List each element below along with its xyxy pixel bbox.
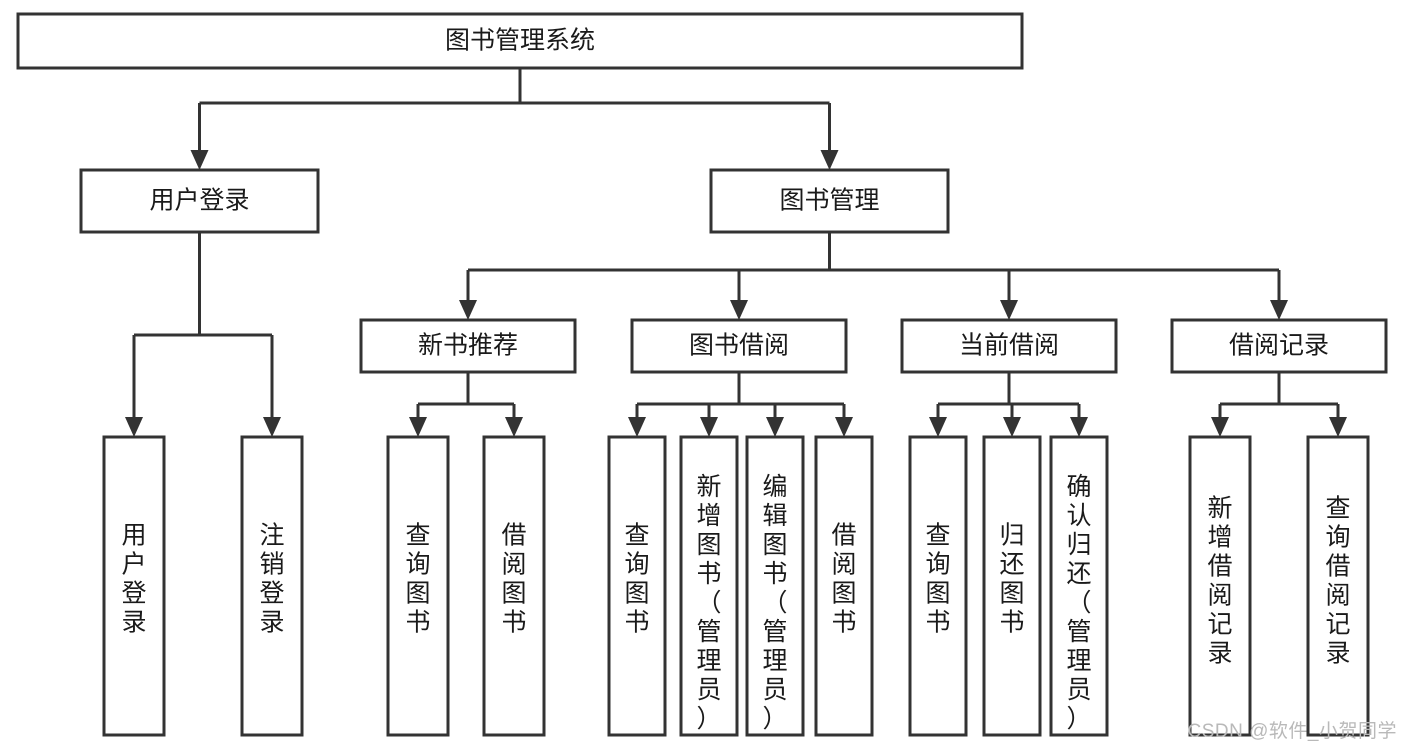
node-records[interactable]: 借阅记录 — [1170, 318, 1388, 374]
node-box[interactable] — [908, 435, 968, 737]
node-box[interactable] — [709, 168, 950, 234]
node-box[interactable] — [679, 435, 739, 737]
node-box[interactable] — [900, 318, 1118, 374]
connector-arrowhead — [766, 417, 784, 437]
node-leaf-borrow-book[interactable]: 借阅图书 — [814, 435, 874, 737]
node-label: 用户登录 — [121, 521, 146, 636]
connector-arrowhead — [125, 417, 143, 437]
connector-group-bookmgmt — [459, 232, 1288, 320]
node-box[interactable] — [102, 435, 166, 737]
node-label: 注销登录 — [259, 521, 284, 636]
node-box[interactable] — [359, 318, 577, 374]
node-label: 用户登录 — [149, 187, 249, 215]
connector-arrowhead — [835, 417, 853, 437]
node-box[interactable] — [607, 435, 667, 737]
node-leaf-query-book-current[interactable]: 查询图书 — [908, 435, 968, 737]
node-box[interactable] — [386, 435, 450, 737]
node-current[interactable]: 当前借阅 — [900, 318, 1118, 374]
connector-group-root — [190, 68, 839, 170]
connector-arrowhead — [263, 417, 281, 437]
connector-arrowhead — [628, 417, 646, 437]
node-leaf-query-record[interactable]: 查询借阅记录 — [1306, 435, 1370, 737]
connector-arrowhead — [190, 150, 209, 170]
node-box[interactable] — [1170, 318, 1388, 374]
node-label: 查询借阅记录 — [1325, 494, 1350, 667]
node-label: 编辑图书（管理员） — [762, 473, 787, 733]
node-leaf-user-login[interactable]: 用户登录 — [102, 435, 166, 737]
connector-arrowhead — [700, 417, 718, 437]
node-leaf-query-book-borrow[interactable]: 查询图书 — [607, 435, 667, 737]
connector-arrowhead — [820, 150, 839, 170]
connector-arrowhead — [459, 300, 477, 320]
node-label: 新增图书（管理员） — [696, 473, 721, 733]
node-leaf-edit-book-admin[interactable]: 编辑图书（管理员） — [745, 435, 805, 737]
connector-group-newbook — [409, 372, 523, 437]
connector-group-current — [929, 372, 1088, 437]
node-leaf-return-book[interactable]: 归还图书 — [982, 435, 1042, 737]
node-label: 查询图书 — [925, 521, 950, 636]
connector-arrowhead — [1000, 300, 1018, 320]
node-box[interactable] — [1049, 435, 1109, 737]
node-login[interactable]: 用户登录 — [79, 168, 320, 234]
nodes-layer: 图书管理系统用户登录图书管理新书推荐图书借阅当前借阅借阅记录用户登录注销登录查询… — [16, 12, 1388, 737]
node-leaf-user-logout[interactable]: 注销登录 — [240, 435, 304, 737]
connector-arrowhead — [505, 417, 523, 437]
node-leaf-confirm-return-admin[interactable]: 确认归还（管理员） — [1049, 435, 1109, 737]
connector-group-records — [1211, 372, 1347, 437]
node-label: 查询图书 — [624, 521, 649, 636]
node-leaf-add-record[interactable]: 新增借阅记录 — [1188, 435, 1252, 737]
node-label: 当前借阅 — [959, 332, 1059, 360]
connector-arrowhead — [730, 300, 748, 320]
node-newbook[interactable]: 新书推荐 — [359, 318, 577, 374]
node-borrow[interactable]: 图书借阅 — [630, 318, 848, 374]
connector-arrowhead — [1329, 417, 1347, 437]
node-label: 图书管理 — [779, 187, 879, 215]
node-label: 新书推荐 — [418, 332, 518, 360]
connector-arrowhead — [1070, 417, 1088, 437]
connector-group-login — [125, 232, 281, 437]
connectors-layer — [125, 68, 1347, 437]
node-label: 新增借阅记录 — [1207, 494, 1232, 667]
node-box[interactable] — [1188, 435, 1252, 737]
node-label: 借阅图书 — [501, 521, 526, 636]
connector-arrowhead — [929, 417, 947, 437]
node-root[interactable]: 图书管理系统 — [16, 12, 1024, 70]
node-box[interactable] — [1306, 435, 1370, 737]
node-box[interactable] — [630, 318, 848, 374]
node-label: 借阅记录 — [1229, 332, 1329, 360]
node-label: 归还图书 — [999, 521, 1024, 636]
node-box[interactable] — [982, 435, 1042, 737]
node-label: 确认归还（管理员） — [1066, 473, 1091, 733]
node-leaf-borrow-book-new[interactable]: 借阅图书 — [482, 435, 546, 737]
node-label: 查询图书 — [405, 521, 430, 636]
node-leaf-query-book-new[interactable]: 查询图书 — [386, 435, 450, 737]
connector-arrowhead — [409, 417, 427, 437]
node-box[interactable] — [482, 435, 546, 737]
node-bookmgmt[interactable]: 图书管理 — [709, 168, 950, 234]
node-label: 借阅图书 — [831, 521, 856, 636]
node-box[interactable] — [745, 435, 805, 737]
connector-arrowhead — [1270, 300, 1288, 320]
node-label: 图书管理系统 — [445, 27, 595, 55]
connector-arrowhead — [1003, 417, 1021, 437]
connector-arrowhead — [1211, 417, 1229, 437]
node-box[interactable] — [79, 168, 320, 234]
connector-group-borrow — [628, 372, 853, 437]
node-box[interactable] — [814, 435, 874, 737]
node-box[interactable] — [240, 435, 304, 737]
node-box[interactable] — [16, 12, 1024, 70]
node-label: 图书借阅 — [689, 332, 789, 360]
node-leaf-add-book-admin[interactable]: 新增图书（管理员） — [679, 435, 739, 737]
